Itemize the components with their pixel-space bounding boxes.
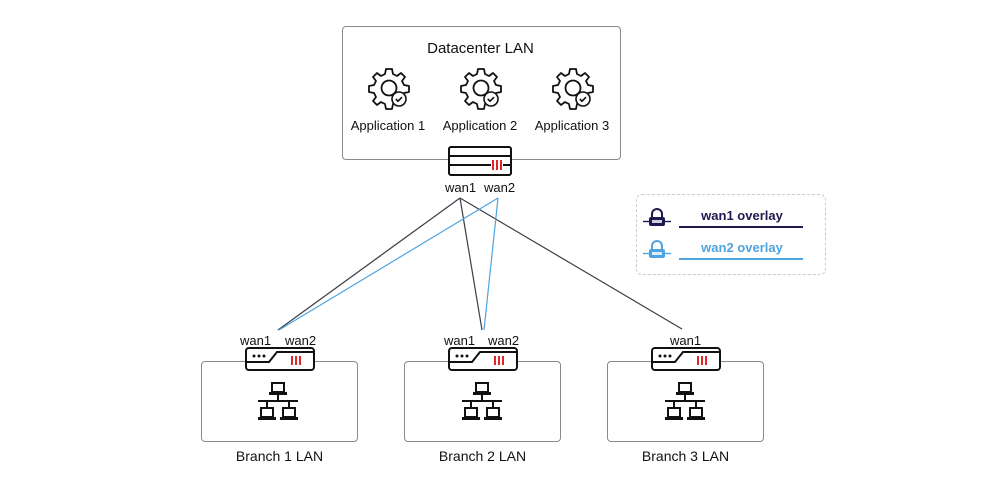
link-wan1-branch3 — [459, 197, 683, 330]
legend-item-wan1: wan1 overlay — [637, 207, 825, 229]
datacenter-port-wan2: wan2 — [484, 180, 516, 195]
ipsec-lock-icon — [643, 240, 671, 258]
application-1: Application 1 — [350, 66, 426, 136]
legend-line-wan2 — [679, 258, 803, 260]
gear-check-icon — [552, 68, 594, 110]
ipsec-lock-icon — [643, 208, 671, 226]
branch-2-port-wan1: wan1 — [444, 333, 476, 348]
network-icon — [462, 382, 502, 420]
branch-3-title: Branch 3 LAN — [641, 448, 730, 464]
application-label: Application 1 — [350, 118, 426, 133]
legend-label-wan1: wan1 overlay — [701, 208, 783, 223]
branch-2-firewall-icon — [448, 347, 518, 371]
application-label: Application 3 — [534, 118, 610, 133]
branch-2-port-wan2: wan2 — [488, 333, 520, 348]
branch-1-port-wan2: wan2 — [285, 333, 317, 348]
application-2: Application 2 — [442, 66, 518, 136]
network-icon — [665, 382, 705, 420]
datacenter-firewall-icon — [448, 146, 512, 176]
branch-1-port-wan1: wan1 — [240, 333, 272, 348]
branch-1-title: Branch 1 LAN — [235, 448, 324, 464]
application-3: Application 3 — [534, 66, 610, 136]
branch-1-firewall-icon — [245, 347, 315, 371]
legend-item-wan2: wan2 overlay — [637, 239, 825, 261]
legend-label-wan2: wan2 overlay — [701, 240, 783, 255]
legend: wan1 overlay wan2 overlay — [636, 194, 826, 275]
branch-3-port-wan1: wan1 — [670, 333, 702, 348]
link-wan1-branch1 — [277, 197, 461, 331]
datacenter-title: Datacenter LAN — [427, 40, 534, 57]
branch-3-firewall-icon — [651, 347, 721, 371]
network-icon — [258, 382, 298, 420]
link-wan2-branch2 — [483, 197, 499, 331]
legend-line-wan1 — [679, 226, 803, 228]
application-label: Application 2 — [442, 118, 518, 133]
datacenter-port-wan1: wan1 — [445, 180, 477, 195]
branch-2-title: Branch 2 LAN — [438, 448, 527, 464]
gear-check-icon — [368, 68, 410, 110]
link-wan1-branch2 — [459, 197, 483, 331]
gear-check-icon — [460, 68, 502, 110]
link-wan2-branch1 — [278, 197, 499, 331]
datacenter-lan-box — [342, 26, 621, 160]
